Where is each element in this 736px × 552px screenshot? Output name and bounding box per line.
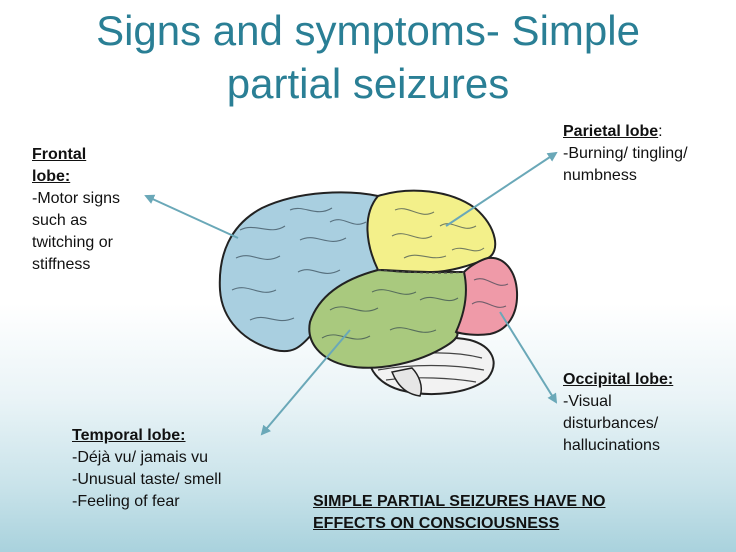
occipital-lobe-label: Occipital lobe: -Visual disturbances/ ha… <box>563 369 733 457</box>
frontal-text-line: such as <box>32 212 88 229</box>
arrow-occipital <box>499 311 558 404</box>
occipital-text-line: disturbances/ <box>563 415 659 432</box>
temporal-text-line: -Feeling of fear <box>72 493 180 510</box>
parietal-text-line: numbness <box>563 167 637 184</box>
note-line-1: SIMPLE PARTIAL SEIZURES HAVE NO <box>313 493 606 510</box>
arrow-parietal <box>445 151 558 227</box>
parietal-head: Parietal lobe <box>563 123 659 140</box>
title-line-2: partial seizures <box>226 60 510 107</box>
frontal-text-line: twitching or <box>32 234 113 251</box>
parietal-lobe-label: Parietal lobe: -Burning/ tingling/ numbn… <box>563 121 733 187</box>
occipital-text-line: hallucinations <box>563 437 660 454</box>
temporal-head: Temporal lobe: <box>72 427 186 444</box>
parietal-text-line: -Burning/ tingling/ <box>563 145 688 162</box>
title-line-1: Signs and symptoms- Simple <box>96 7 640 54</box>
temporal-text-line: -Unusual taste/ smell <box>72 471 222 488</box>
note-line-2: EFFECTS ON CONSCIOUSNESS <box>313 515 560 532</box>
temporal-lobe-label: Temporal lobe: -Déjà vu/ jamais vu -Unus… <box>72 425 302 513</box>
parietal-colon: : <box>658 123 663 140</box>
consciousness-note: SIMPLE PARTIAL SEIZURES HAVE NO EFFECTS … <box>313 491 733 535</box>
brain-stem <box>390 367 423 397</box>
arrow-frontal <box>144 194 239 239</box>
occipital-head: Occipital lobe: <box>563 371 674 388</box>
temporal-text-line: -Déjà vu/ jamais vu <box>72 449 209 466</box>
frontal-lobe-label: Frontal lobe: -Motor signs such as twitc… <box>32 144 142 276</box>
frontal-text-line: stiffness <box>32 256 91 273</box>
frontal-text-line: -Motor signs <box>32 190 121 207</box>
occipital-text-line: -Visual <box>563 393 612 410</box>
lobe-boundary <box>377 269 465 274</box>
slide-title: Signs and symptoms- Simple partial seizu… <box>0 4 736 110</box>
frontal-head-line-2: lobe: <box>32 168 71 185</box>
arrow-temporal <box>260 329 351 436</box>
frontal-head-line-1: Frontal <box>32 146 87 163</box>
parietal-lobe <box>366 189 497 274</box>
